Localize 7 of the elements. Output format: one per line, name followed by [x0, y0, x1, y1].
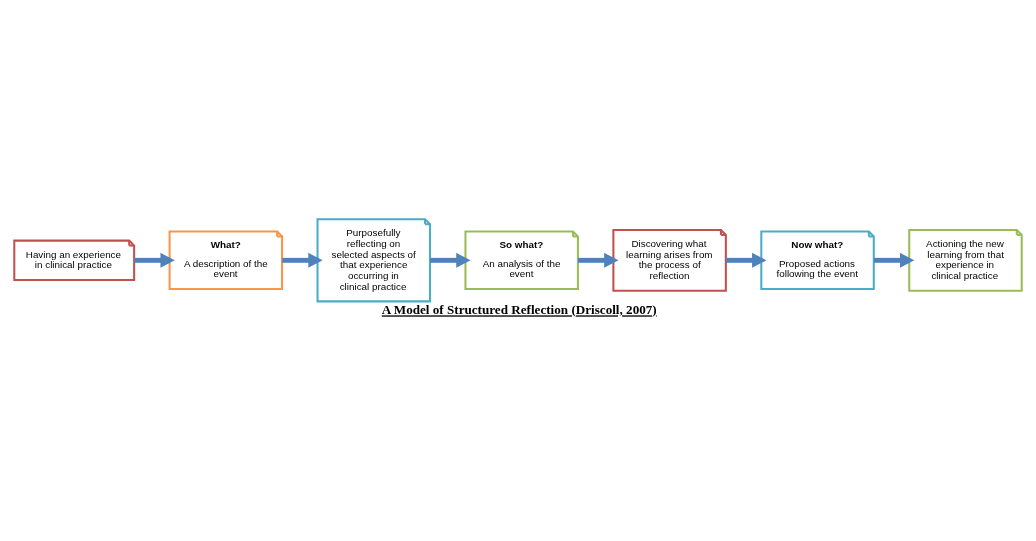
arrow — [578, 252, 619, 268]
diagram-title: A Model of Structured Reflection (Driscoll, 2007) — [381, 301, 657, 317]
arrow — [430, 252, 471, 268]
arrow — [134, 252, 175, 268]
arrow — [282, 252, 323, 268]
arrow — [873, 252, 915, 268]
arrow — [725, 252, 767, 268]
